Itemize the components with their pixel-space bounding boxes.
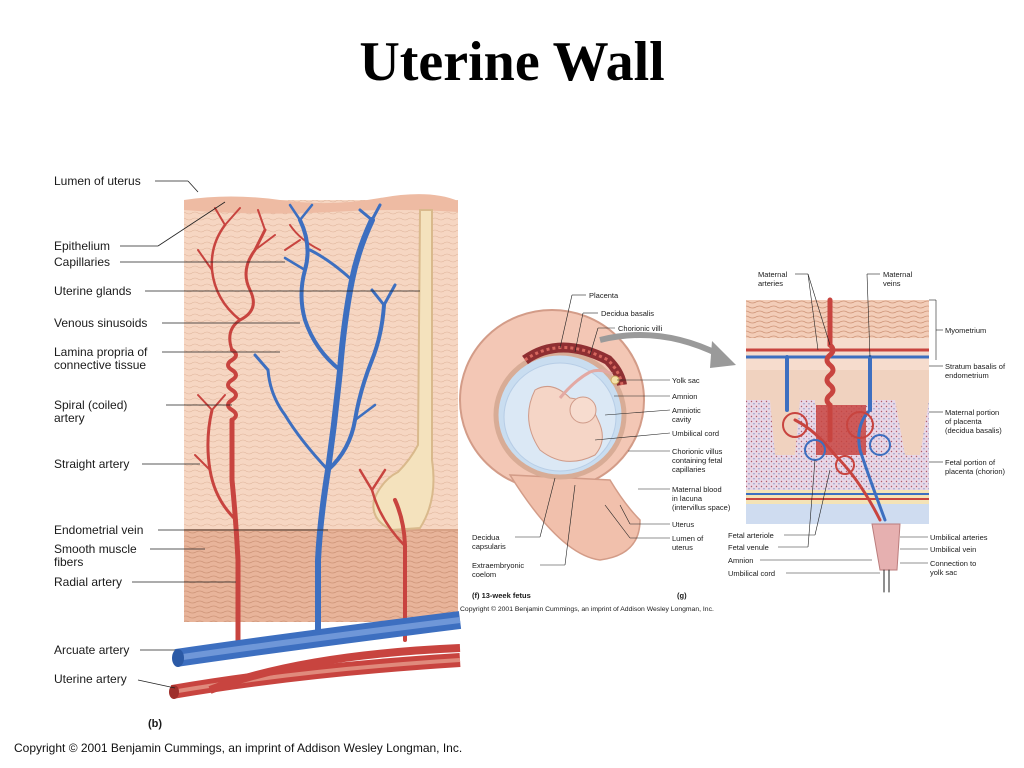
label-myometrium: Myometrium (945, 326, 986, 335)
maternal-vessels (785, 297, 872, 443)
panel-letter-b: (b) (148, 718, 162, 730)
label-smooth-muscle: Smooth muscle (54, 542, 137, 556)
label-maternal-portion-2: of placenta (945, 417, 983, 426)
label-yolk-sac: Yolk sac (672, 376, 700, 385)
label-arcuate-artery: Arcuate artery (54, 643, 129, 657)
label-amniotic-cavity-2: cavity (672, 415, 691, 424)
label-maternal-arteries-2: arteries (758, 279, 783, 288)
right-labels: Maternal arteries Maternal veins Myometr… (728, 270, 1006, 578)
label-stratum-basalis: Stratum basalis of (945, 362, 1006, 371)
label-amnion-g: Amnion (728, 556, 753, 565)
label-umbilical-vein: Umbilical vein (930, 545, 976, 554)
uterine-gland (372, 209, 435, 532)
label-amniotic-cavity: Amniotic (672, 406, 701, 415)
label-extraembryonic-coelom: Extraembryonic (472, 561, 524, 570)
label-decidua-capsularis: Decidua (472, 533, 500, 542)
label-connection-to-yolk-sac: Connection to (930, 559, 976, 568)
label-maternal-blood-3: (intervillus space) (672, 503, 731, 512)
label-capillaries: Capillaries (54, 255, 110, 269)
label-connection-to-yolk-sac-2: yolk sac (930, 568, 957, 577)
label-fetal-portion: Fetal portion of (945, 458, 996, 467)
epithelium-layer (184, 194, 458, 214)
zoom-arrowhead (710, 341, 736, 368)
label-lumen-of-uterus-f-2: uterus (672, 543, 693, 552)
label-extraembryonic-coelom-2: coelom (472, 570, 496, 579)
label-spiral-artery: Spiral (coiled) (54, 398, 127, 412)
arteries (194, 207, 407, 643)
label-fetal-portion-2: placenta (chorion) (945, 467, 1006, 476)
label-fetal-arteriole: Fetal arteriole (728, 531, 774, 540)
label-decidua-basalis: Decidua basalis (601, 309, 654, 318)
left-labels: Lumen of uterus Epithelium Capillaries U… (54, 174, 162, 730)
label-lamina-propria-2: connective tissue (54, 358, 146, 372)
label-maternal-veins-2: veins (883, 279, 901, 288)
veins (253, 203, 397, 643)
page-title: Uterine Wall (359, 31, 665, 93)
label-maternal-blood: Maternal blood (672, 485, 722, 494)
label-maternal-veins: Maternal (883, 270, 913, 279)
label-lumen-of-uterus-f: Lumen of (672, 534, 704, 543)
label-straight-artery: Straight artery (54, 457, 129, 471)
label-amnion: Amnion (672, 392, 697, 401)
label-placenta: Placenta (589, 291, 619, 300)
label-endometrial-vein: Endometrial vein (54, 523, 143, 537)
middle-leader-lines (515, 294, 671, 566)
label-decidua-capsularis-2: capsularis (472, 542, 506, 551)
label-umbilical-cord: Umbilical cord (672, 429, 719, 438)
caption-g: (g) (677, 591, 687, 600)
uterus-illustration (459, 309, 645, 561)
copyright-notice: Copyright © 2001 Benjamin Cummings, an i… (14, 741, 463, 755)
right-leader-lines (760, 273, 943, 574)
left-leader-lines (120, 180, 420, 689)
label-venous-sinusoids: Venous sinusoids (54, 316, 147, 330)
label-maternal-portion-3: (decidua basalis) (945, 426, 1002, 435)
middle-labels: Placenta Decidua basalis Chorionic villi… (460, 291, 731, 613)
label-maternal-arteries: Maternal (758, 270, 788, 279)
label-chorionic-villus-3: capillaries (672, 465, 706, 474)
label-lumen-of-uterus: Lumen of uterus (54, 174, 141, 188)
label-smooth-muscle-2: fibers (54, 555, 83, 569)
label-spiral-artery-2: artery (54, 411, 85, 425)
label-chorionic-villus-2: containing fetal (672, 456, 723, 465)
arcuate-vessels (169, 611, 462, 699)
label-stratum-basalis-2: endometrium (945, 371, 989, 380)
middle-copyright: Copyright © 2001 Benjamin Cummings, an i… (460, 605, 714, 613)
label-uterine-artery: Uterine artery (54, 672, 127, 686)
zoom-arrow (599, 332, 722, 358)
label-radial-artery: Radial artery (54, 575, 122, 589)
label-umbilical-arteries: Umbilical arteries (930, 533, 988, 542)
label-fetal-venule: Fetal venule (728, 543, 769, 552)
label-chorionic-villus: Chorionic villus (672, 447, 723, 456)
caption-13-week-fetus: (f) 13-week fetus (472, 591, 531, 600)
placenta-section (746, 300, 929, 571)
label-maternal-portion: Maternal portion (945, 408, 999, 417)
label-chorionic-villi: Chorionic villi (618, 324, 663, 333)
label-uterus: Uterus (672, 520, 694, 529)
label-epithelium: Epithelium (54, 239, 110, 253)
label-umbilical-cord-g: Umbilical cord (728, 569, 775, 578)
label-uterine-glands: Uterine glands (54, 284, 131, 298)
label-maternal-blood-2: in lacuna (672, 494, 703, 503)
label-lamina-propria: Lamina propria of (54, 345, 148, 359)
